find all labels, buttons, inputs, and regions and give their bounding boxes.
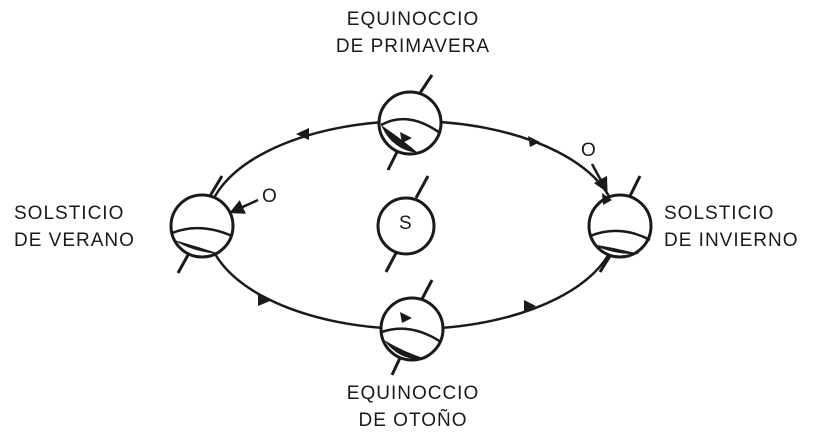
sun <box>376 175 436 273</box>
label-spring-equinox: EQUINOCCIO DE PRIMAVERA <box>318 6 508 60</box>
autumn-line1: EQUINOCCIO <box>346 383 480 404</box>
orbit-arrow-bottom-left <box>258 294 270 306</box>
observer-label-right: O <box>581 140 596 161</box>
spring-line2: DE PRIMAVERA <box>335 36 491 57</box>
orbit-arrow-top-left <box>296 128 309 140</box>
earth-summer-solstice <box>169 175 235 274</box>
label-autumn-equinox: EQUINOCCIO DE OTOÑO <box>318 380 508 434</box>
winter-line2: DE INVIERNO <box>664 230 799 251</box>
autumn-line2: DE OTOÑO <box>358 410 468 431</box>
earth-autumn-equinox <box>379 279 445 376</box>
observer-arrow-right <box>590 163 608 193</box>
orbit-arrow-bottom-right <box>524 300 536 312</box>
observer-arrow-left <box>229 198 259 214</box>
summer-line2: DE VERANO <box>14 230 135 251</box>
observer-label-left: O <box>262 186 277 207</box>
orbit-direction-arrows <box>258 128 540 312</box>
winter-line1: SOLSTICIO <box>664 203 775 224</box>
spring-line1: EQUINOCCIO <box>346 9 480 30</box>
label-summer-solstice: SOLSTICIO DE VERANO <box>14 200 135 254</box>
earth-spring-equinox <box>377 74 443 171</box>
orbit-arrow-top-right <box>528 136 540 147</box>
label-winter-solstice: SOLSTICIO DE INVIERNO <box>664 200 799 254</box>
earth-winter-solstice <box>587 175 653 273</box>
sun-label: S <box>399 213 412 234</box>
summer-line1: SOLSTICIO <box>14 203 125 224</box>
